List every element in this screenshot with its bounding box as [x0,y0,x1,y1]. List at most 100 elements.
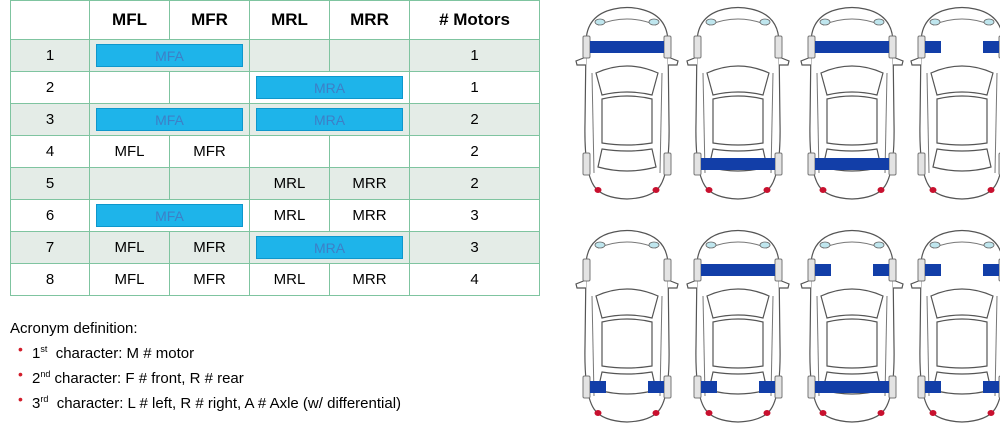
headlight-left [929,241,941,249]
header-mrr: MRR [329,0,410,40]
table-header-row: MFL MFR MRL MRR # Motors [10,0,540,40]
cell-mrl: MRL [249,263,330,296]
motor-count: 2 [409,167,540,200]
legend-ordinal: 1 [32,345,41,362]
row-number: 6 [10,199,90,232]
wheel-rear-right [774,375,783,399]
rear-window [597,148,657,172]
front-right-motor [983,41,999,53]
taillight-left [819,410,827,416]
front-axle-motor-bar: MFA [96,108,243,131]
cell-mfl [89,167,170,200]
roof [601,95,653,146]
rear-axle-motor-bar: MRA [256,76,403,99]
legend-title: Acronym definition: [10,320,138,337]
cell-mrr: MRR [329,199,410,232]
taillight-left [929,187,937,193]
wheel-front-right [888,35,897,59]
legend-item: •2nd character: F # front, R # rear [18,364,401,389]
front-left-motor [925,264,941,276]
wheel-front-left [917,258,926,282]
car-icon [575,229,679,423]
mirror-left [575,279,587,289]
side-line-left [591,72,595,174]
rear-right-motor [759,381,775,393]
rear-axle-motor [815,158,889,170]
taillight-right [652,410,660,416]
headlight-right [759,241,771,249]
front-right-motor [983,264,999,276]
cell-mrl: MRL [249,167,330,200]
windshield [820,288,884,319]
rear-axle-motor [815,381,889,393]
front-axle-motor [815,41,889,53]
wheel-rear-right [663,375,672,399]
row-number: 5 [10,167,90,200]
wheel-front-right [888,258,897,282]
mirror-right [892,279,904,289]
headlight-left [594,18,606,26]
cell-mfr: MFR [169,231,250,264]
front-axle-motor [701,264,775,276]
row-number: 8 [10,263,90,296]
car-diagrams [575,6,1000,423]
legend-text: character: L # left, R # right, A # Axle… [48,395,402,412]
motor-count: 3 [409,199,540,232]
windshield [930,288,994,319]
wheel-front-right [663,258,672,282]
side-line-right [770,72,774,174]
taillight-right [652,187,660,193]
row-number: 1 [10,39,90,72]
wheel-front-left [807,35,816,59]
wheel-front-left [807,258,816,282]
motor-count: 2 [409,135,540,168]
taillight-left [594,410,602,416]
motor-count: 1 [409,39,540,72]
legend-suffix: nd [40,369,51,379]
cell-mfl: MFL [89,263,170,296]
taillight-right [763,187,771,193]
wheel-front-left [693,35,702,59]
front-axle-motor-bar: MFA [96,204,243,227]
taillight-left [705,410,713,416]
mirror-left [686,56,698,66]
rear-axle-motor-cell: MRA [249,231,410,264]
side-line-left [926,295,930,397]
car-icon [800,229,904,423]
front-left-motor [925,41,941,53]
headlight-right [983,241,995,249]
headlight-left [594,241,606,249]
roof [826,95,878,146]
motor-count: 4 [409,263,540,296]
rear-window [932,148,992,172]
roof [712,95,764,146]
mirror-left [800,56,812,66]
mirror-right [778,56,790,66]
rear-right-motor [648,381,664,393]
taillight-left [929,410,937,416]
legend-list: •1st character: M # motor •2nd character… [10,339,401,414]
headlight-right [873,241,885,249]
wheel-rear-left [917,152,926,176]
roof [936,318,988,369]
car-icon [686,6,790,200]
wheel-front-left [582,258,591,282]
wheel-front-right [663,35,672,59]
side-line-left [702,295,706,397]
windshield [930,65,994,96]
row-number: 2 [10,71,90,104]
windshield [820,65,884,96]
row-number: 7 [10,231,90,264]
rear-left-motor [925,381,941,393]
wheel-rear-right [774,152,783,176]
windshield [706,65,770,96]
roof [936,95,988,146]
side-line-left [702,72,706,174]
motor-count: 2 [409,103,540,136]
bullet-icon: • [18,341,23,357]
rear-window [708,371,768,395]
wheel-rear-left [807,152,816,176]
taillight-right [877,187,885,193]
